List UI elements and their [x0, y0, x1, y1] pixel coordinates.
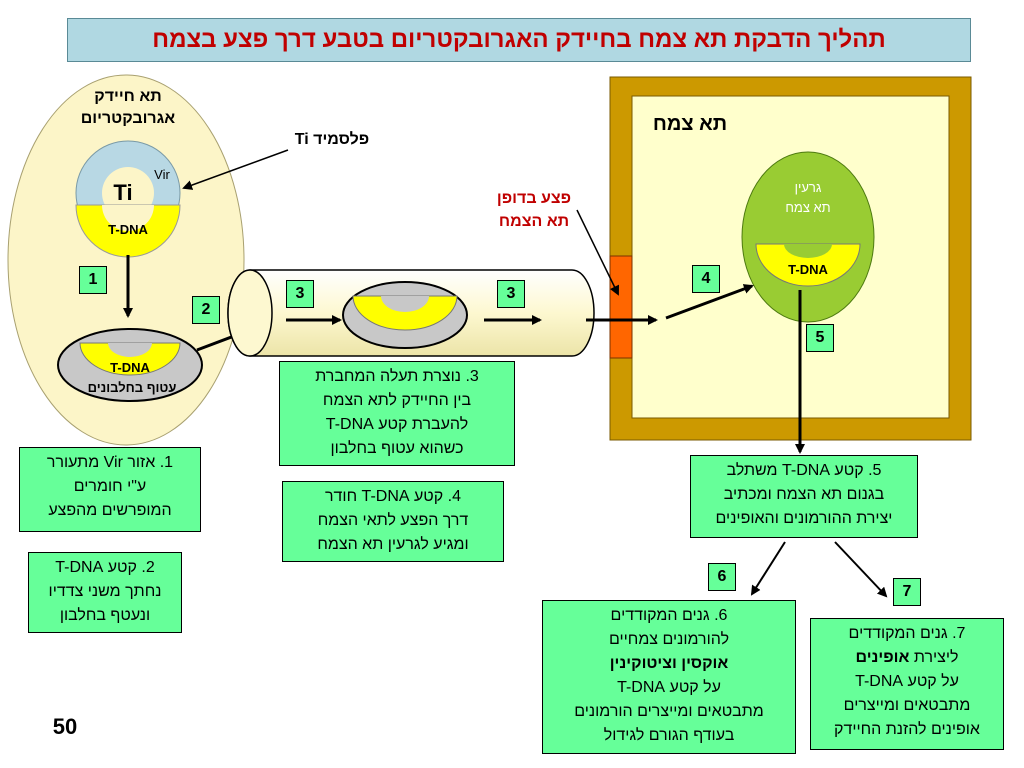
tdna-bacterium-label: T-DNA [108, 222, 148, 237]
note-6-line-1: 6. גנים המקודדים [610, 607, 728, 624]
plasmid-label: פלסמיד Ti [294, 131, 370, 148]
note-3-line-1: 3. נוצרת תעלה המחברת [315, 368, 479, 385]
bacterium-label-line2: אגרובקטריום [80, 110, 176, 127]
note-step-2: 2. קטע T-DNA נחתך משני צדדיו ונעטף בחלבו… [28, 552, 182, 633]
note-6-line-4: על קטע T-DNA [617, 679, 721, 696]
note-4-line-2: דרך הפצע לתאי הצמח [317, 512, 469, 529]
wound-label-line2: תא הצמח [498, 213, 570, 230]
ti-plasmid [75, 140, 181, 258]
note-step-7: 7. גנים המקודדים ליצירת אופינים על קטע T… [810, 618, 1004, 750]
nucleus-label-line2: תא צמח [785, 200, 831, 215]
note-4-line-3: ומגיע לגרעין תא הצמח [317, 536, 469, 553]
note-2-line-1: 2. קטע T-DNA [55, 559, 155, 576]
arrow-step-6 [750, 541, 786, 596]
wound [609, 255, 633, 359]
step-number-2: 2 [192, 296, 220, 324]
note-step-6: 6. גנים המקודדים להורמונים צמחיים אוקסין… [542, 600, 796, 754]
tdna-nucleus-label: T-DNA [788, 262, 828, 277]
note-3-line-4: כשהוא עטוף בחלבון [330, 440, 464, 457]
note-step-5: 5. קטע T-DNA משתלב בגנום תא הצמח ומכתיב … [690, 455, 918, 538]
vir-label: Vir [154, 167, 170, 182]
note-6-line-3: אוקסין וציטוקינין [609, 655, 729, 672]
note-step-4: 4. קטע T-DNA חודר דרך הפצע לתאי הצמח ומג… [282, 481, 504, 562]
note-7-line-1: 7. גנים המקודדים [848, 625, 966, 642]
note-step-1: 1. אזור Vir מתעורר ע"י חומרים המופרשים מ… [19, 447, 201, 532]
step-number-1: 1 [79, 266, 107, 294]
note-6-line-2: להורמונים צמחיים [608, 631, 730, 648]
note-2-line-2: נחתך משני צדדיו [48, 583, 162, 600]
coated-tdna-tube [342, 281, 468, 349]
note-1-line-1: 1. אזור Vir מתעורר [46, 454, 174, 471]
protein-coat-label: עטוף בחלבונים [87, 380, 177, 395]
plant-cell-label: תא צמח [652, 113, 728, 135]
step-number-6: 6 [708, 563, 736, 591]
note-5-line-2: בגנום תא הצמח ומכתיב [723, 486, 885, 503]
step-number-3a: 3 [286, 280, 314, 308]
note-7-line-4: מתבטאים ומייצרים [843, 697, 971, 714]
step-number-3b: 3 [497, 280, 525, 308]
bacterium-label-line1: תא חיידק [94, 88, 162, 105]
note-3-line-2: בין החיידק לתא הצמח [322, 392, 472, 409]
note-step-3: 3. נוצרת תעלה המחברת בין החיידק לתא הצמח… [279, 361, 515, 466]
note-7-line-2-bold: אופינים [855, 649, 910, 666]
arrow-step-4 [665, 284, 754, 320]
arrow-plasmid-pointer [182, 149, 289, 190]
step-number-7: 7 [893, 578, 921, 606]
ti-label: Ti [113, 180, 133, 205]
nucleus-label-line1: גרעין [794, 180, 822, 195]
note-4-line-1: 4. קטע T-DNA חודר [325, 488, 461, 505]
arrow-wound-pointer [576, 209, 619, 296]
note-3-line-3: להעברת קטע T-DNA [325, 416, 469, 433]
note-5-line-1: 5. קטע T-DNA משתלב [726, 462, 882, 479]
note-6-line-6: בעודף הגורם לגידול [603, 727, 735, 744]
note-7-line-3: על קטע T-DNA [855, 673, 959, 690]
page-number: 50 [52, 714, 78, 739]
note-6-line-5: מתבטאים ומייצרים הורמונים [574, 703, 764, 720]
step-number-5: 5 [806, 324, 834, 352]
note-2-line-3: ונעטף בחלבון [59, 607, 151, 624]
note-1-line-2: ע"י חומרים [73, 478, 147, 495]
note-7-line-2-prefix: ליצירת [909, 649, 959, 666]
note-7-line-2: ליצירת אופינים [817, 646, 997, 670]
wound-label-line1: פצע בדופן [496, 190, 572, 207]
note-1-line-3: המופרשים מהפצע [48, 502, 172, 519]
nucleus [741, 151, 875, 323]
coated-tdna-bacterium [57, 328, 203, 402]
step-number-4: 4 [692, 265, 720, 293]
note-5-line-3: יצירת ההורמונים והאופינים [715, 510, 893, 527]
coated-tdna-label: T-DNA [110, 360, 150, 375]
arrow-step-7 [834, 541, 888, 598]
note-7-line-5: אופינים להזנת החיידק [834, 721, 980, 738]
page-title: תהליך הדבקת תא צמח בחיידק האגרובקטריום ב… [67, 18, 971, 62]
